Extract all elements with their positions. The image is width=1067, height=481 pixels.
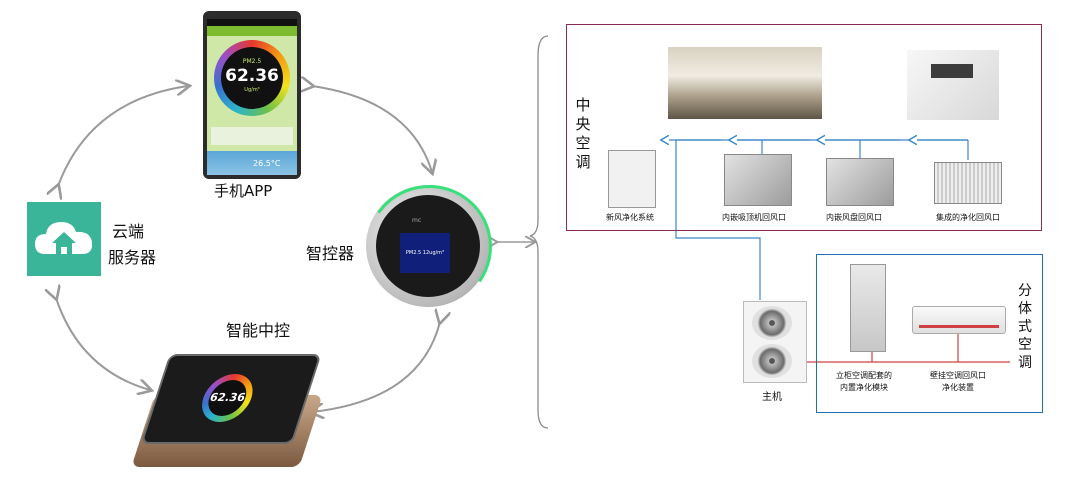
split-ac-title-char: 空 bbox=[1018, 337, 1032, 353]
wall-label-line1: 壁挂空调回风口 bbox=[930, 371, 986, 380]
fresh-air-label: 新风净化系统 bbox=[606, 213, 654, 222]
split-ac-title-char: 分 bbox=[1018, 283, 1032, 299]
outdoor-host-unit bbox=[743, 301, 807, 383]
phone-temperature: 26.5°C bbox=[253, 159, 281, 168]
tablet-pm-value: 62.36 bbox=[203, 380, 252, 416]
arrow-controller-tablet bbox=[312, 322, 440, 412]
fresh-air-unit-image bbox=[608, 150, 656, 208]
arrow-phone-controller bbox=[312, 86, 432, 172]
phone-pm-unit: Ug/m³ bbox=[244, 87, 260, 93]
embedded-top-return-label: 内嵌吸顶机回风口 bbox=[722, 213, 786, 222]
living-room-photo bbox=[668, 47, 822, 119]
phone-pm-value: 62.36 bbox=[225, 66, 279, 86]
arrow-cloud-phone bbox=[58, 86, 188, 186]
tablet-device: 62.36 bbox=[140, 354, 322, 444]
phone-device: PM2.5 62.36 Ug/m³ 26.5°C bbox=[203, 11, 301, 179]
split-ac-title-char: 体 bbox=[1018, 301, 1032, 317]
central-ac-title-char: 央 bbox=[575, 115, 591, 133]
phone-sensor-grid bbox=[211, 127, 293, 145]
embedded-coil-return-label: 内嵌风盘回风口 bbox=[826, 213, 882, 222]
cabinet-label-line1: 立柜空调配套的 bbox=[836, 371, 892, 380]
host-fan-bottom bbox=[752, 344, 792, 378]
embedded-top-return-image bbox=[724, 154, 792, 206]
integrated-return-image bbox=[934, 162, 1002, 204]
wall-ac-image bbox=[912, 306, 1006, 334]
cabinet-ac-image bbox=[850, 264, 886, 352]
phone-pm-gauge: PM2.5 62.36 Ug/m³ bbox=[214, 40, 290, 116]
right-brace bbox=[529, 35, 549, 429]
controller-logo: mc bbox=[412, 217, 422, 224]
split-ac-title-char: 调 bbox=[1018, 355, 1032, 371]
controller-label: 智控器 bbox=[306, 244, 355, 263]
host-label: 主机 bbox=[762, 392, 782, 403]
cloud-icon bbox=[27, 202, 101, 276]
tablet-label: 智能中控 bbox=[226, 321, 291, 340]
embedded-coil-return-image bbox=[826, 158, 894, 206]
central-ac-title-char: 中 bbox=[575, 96, 591, 114]
cabinet-label-line2: 内置净化模块 bbox=[840, 383, 888, 392]
split-ac-title-char: 式 bbox=[1018, 319, 1032, 335]
phone-app-label: 手机APP bbox=[214, 182, 273, 200]
tablet-pm-gauge: 62.36 bbox=[195, 374, 260, 422]
phone-statusbar bbox=[207, 19, 297, 26]
host-fan-top bbox=[752, 306, 792, 340]
integrated-return-label: 集成的净化回风口 bbox=[936, 213, 1000, 222]
smart-controller-device: mc PM2.5 12ug/m³ bbox=[356, 175, 502, 319]
phone-weather-panel: 26.5°C bbox=[207, 151, 297, 175]
controller-display: PM2.5 12ug/m³ bbox=[400, 233, 450, 273]
cloud-label-line2: 服务器 bbox=[108, 248, 157, 267]
split-ac-box bbox=[816, 254, 1043, 413]
wall-label-line2: 净化装置 bbox=[942, 383, 974, 392]
ceiling-vent-photo bbox=[907, 50, 999, 120]
central-ac-title-char: 空 bbox=[575, 134, 591, 152]
phone-titlebar bbox=[207, 26, 297, 36]
phone-screen: PM2.5 62.36 Ug/m³ 26.5°C bbox=[207, 19, 297, 175]
central-ac-title-char: 调 bbox=[575, 153, 591, 171]
phone-pm-label: PM2.5 bbox=[242, 58, 262, 65]
cloud-label-line1: 云端 bbox=[112, 222, 145, 241]
central-ac-title: 中 央 空 调 bbox=[574, 96, 592, 172]
arrow-cloud-tablet bbox=[56, 298, 150, 390]
central-ac-box bbox=[566, 24, 1042, 231]
split-ac-title: 分 体 式 空 调 bbox=[1016, 282, 1034, 372]
